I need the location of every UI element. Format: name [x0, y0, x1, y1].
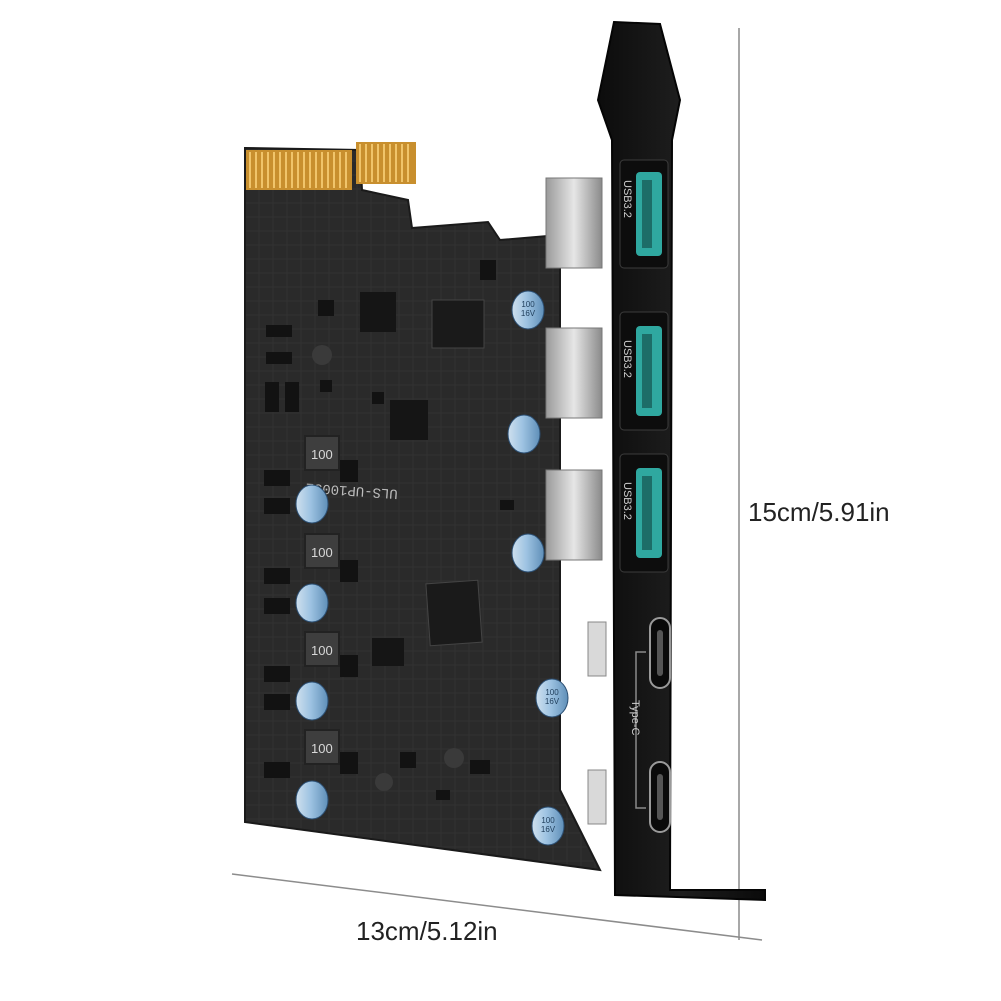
svg-text:100: 100	[311, 545, 333, 560]
svg-text:16V: 16V	[521, 309, 536, 318]
svg-text:100: 100	[541, 816, 555, 825]
width-dimension-line	[231, 873, 763, 941]
svg-text:100: 100	[545, 688, 559, 697]
usb-a-port-2	[619, 311, 669, 431]
usb-c-port-2	[649, 761, 671, 833]
svg-text:100: 100	[311, 447, 333, 462]
gold-connector-fingers	[246, 142, 416, 190]
pcb-board: 100 100 100 100 ULS-UP10052	[244, 142, 607, 872]
port-label-3: USB3.2	[621, 482, 633, 520]
svg-text:16V: 16V	[545, 697, 560, 706]
width-dimension-label: 13cm/5.12in	[356, 916, 498, 946]
mounting-bracket: USB3.2 USB3.2 USB3.2 Type-C	[596, 20, 766, 902]
controller-chip-2	[425, 579, 483, 647]
svg-text:16V: 16V	[541, 825, 556, 834]
svg-text:100: 100	[311, 643, 333, 658]
port-label-1: USB3.2	[621, 180, 633, 218]
svg-text:100: 100	[521, 300, 535, 309]
height-dimension-label: 15cm/5.91in	[748, 497, 890, 527]
inductor-row	[304, 435, 340, 765]
usb-c-port-1	[649, 617, 671, 689]
usb-a-connector-bodies	[545, 177, 607, 825]
board-model-text: ULS-UP10052	[305, 479, 398, 501]
typec-label: Type-C	[629, 700, 641, 736]
svg-text:100: 100	[311, 741, 333, 756]
usb-a-port-1	[619, 159, 669, 269]
port-label-2: USB3.2	[621, 340, 633, 378]
controller-chip-1	[431, 299, 485, 349]
usb-a-port-3	[619, 453, 669, 573]
